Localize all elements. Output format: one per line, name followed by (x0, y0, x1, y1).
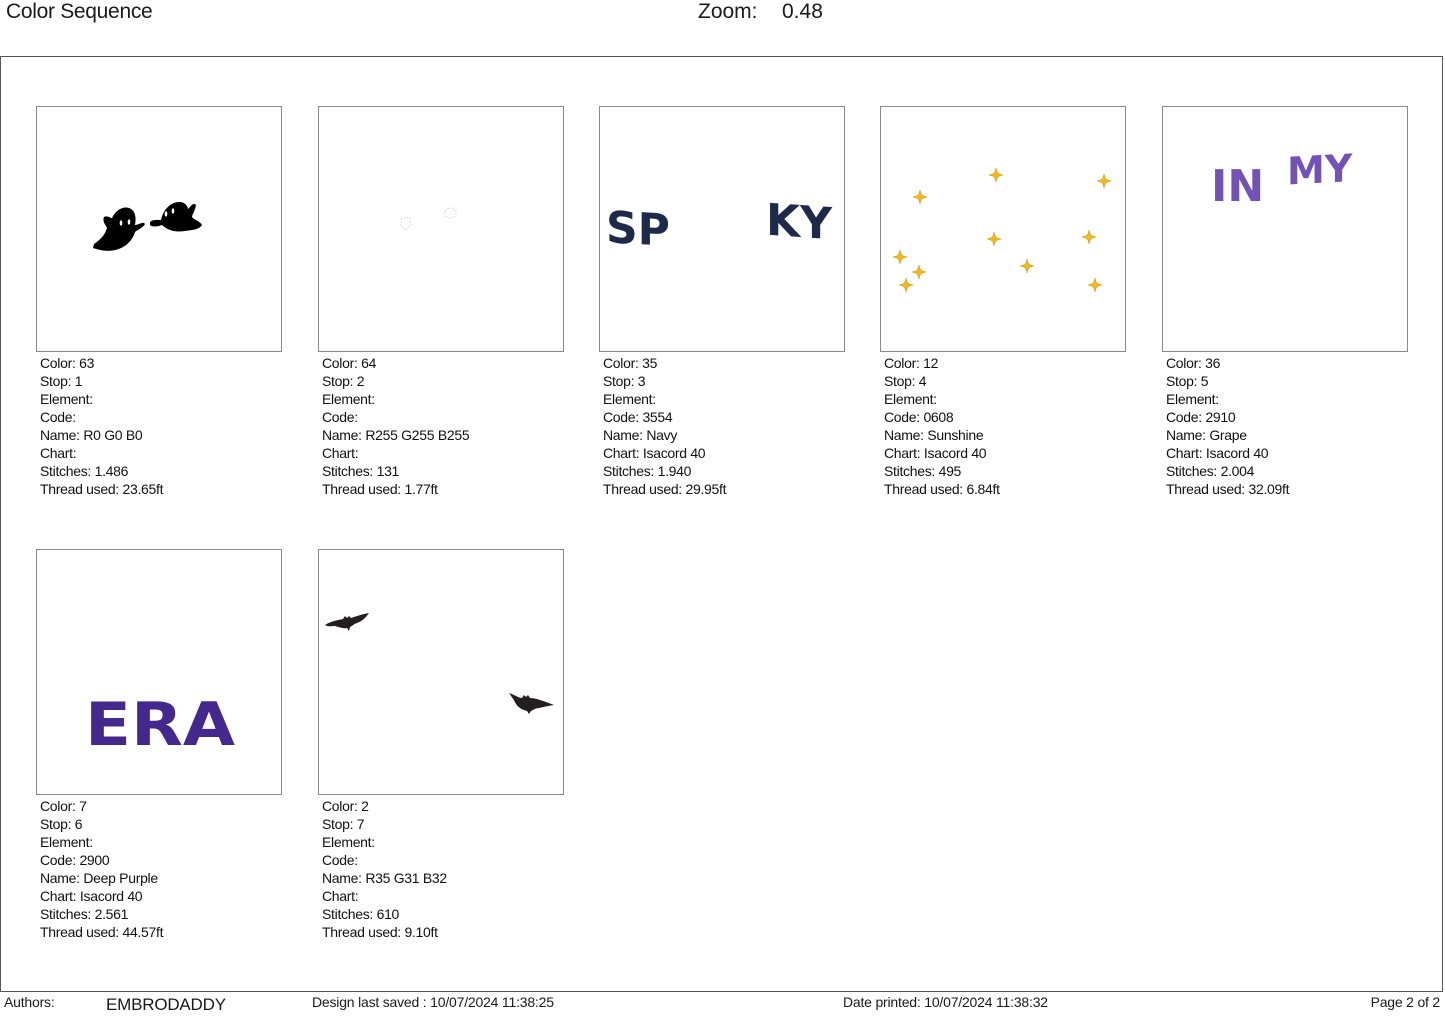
authors-value: EMBRODADDY (106, 995, 226, 1014)
color-number: Color: 36 (1166, 355, 1221, 371)
stop-number: Stop: 2 (322, 373, 365, 389)
authors-label: Authors: (4, 994, 55, 1010)
stop-number: Stop: 1 (40, 373, 83, 389)
code: Code: (40, 409, 76, 425)
stitches: Stitches: 495 (884, 463, 962, 479)
code: Code: (322, 852, 358, 868)
element: Element: (603, 391, 656, 407)
deep-purple-letters-icon: ERA (85, 690, 236, 760)
color-info: Color: 63 Stop: 1 Element: Code: Name: R… (40, 354, 164, 498)
thumbnail-ghosts (36, 106, 282, 352)
stop-number: Stop: 5 (1166, 373, 1209, 389)
element: Element: (40, 391, 93, 407)
thread-used: Thread used: 32.09ft (1166, 481, 1290, 497)
page-number: Page 2 of 2 (1370, 994, 1441, 1010)
color-number: Color: 2 (322, 798, 369, 814)
thumbnail-spooky-text: SP KY (599, 106, 845, 352)
svg-text:MY: MY (1287, 146, 1353, 193)
thumbnail-ghost-eyes (318, 106, 564, 352)
chart: Chart: Isacord 40 (1166, 445, 1269, 461)
color-number: Color: 12 (884, 355, 939, 371)
svg-text:ERA: ERA (85, 690, 236, 760)
stop-number: Stop: 4 (884, 373, 927, 389)
thread-used: Thread used: 9.10ft (322, 924, 438, 940)
zoom-label: Zoom: (698, 0, 758, 23)
color-info: Color: 2 Stop: 7 Element: Code: Name: R3… (322, 797, 447, 941)
stop-number: Stop: 3 (603, 373, 646, 389)
thumbnail-era-text: ERA (36, 549, 282, 795)
chart: Chart: (322, 445, 359, 461)
stitches: Stitches: 2.561 (40, 906, 129, 922)
code: Code: 0608 (884, 409, 954, 425)
color-number: Color: 64 (322, 355, 377, 371)
chart: Chart: (40, 445, 77, 461)
sparkle-star-icon (892, 167, 1112, 293)
ghost-icon (93, 201, 202, 251)
page-footer: Authors: EMBRODADDY Design last saved : … (0, 992, 1445, 1018)
element: Element: (322, 391, 375, 407)
stop-number: Stop: 7 (322, 816, 365, 832)
chart: Chart: (322, 888, 359, 904)
thread-name: Name: Navy (603, 427, 678, 443)
thread-used: Thread used: 1.77ft (322, 481, 438, 497)
stitches: Stitches: 1.940 (603, 463, 692, 479)
thumbnail-sparkle-stars (880, 106, 1126, 352)
color-info: Color: 7 Stop: 6 Element: Code: 2900 Nam… (40, 797, 164, 941)
svg-text:KY: KY (766, 195, 833, 251)
element: Element: (1166, 391, 1219, 407)
thread-used: Thread used: 44.57ft (40, 924, 164, 940)
color-number: Color: 63 (40, 355, 95, 371)
element: Element: (884, 391, 937, 407)
navy-letters-icon: SP KY (606, 195, 833, 257)
code: Code: 2910 (1166, 409, 1236, 425)
thumbnail-in-my-text: IN MY (1162, 106, 1408, 352)
color-info: Color: 12 Stop: 4 Element: Code: 0608 Na… (884, 354, 1000, 498)
color-info: Color: 36 Stop: 5 Element: Code: 2910 Na… (1166, 354, 1290, 498)
svg-text:IN: IN (1211, 161, 1264, 212)
stitches: Stitches: 1.486 (40, 463, 129, 479)
thread-name: Name: R255 G255 B255 (322, 427, 470, 443)
date-printed: Date printed: 10/07/2024 11:38:32 (843, 994, 1048, 1010)
color-info: Color: 35 Stop: 3 Element: Code: 3554 Na… (603, 354, 727, 498)
svg-text:SP: SP (606, 202, 670, 256)
thread-used: Thread used: 23.65ft (40, 481, 164, 497)
color-info: Color: 64 Stop: 2 Element: Code: Name: R… (322, 354, 470, 498)
color-number: Color: 7 (40, 798, 87, 814)
chart: Chart: Isacord 40 (603, 445, 706, 461)
thread-used: Thread used: 6.84ft (884, 481, 1000, 497)
zoom-value: 0.48 (782, 0, 823, 23)
thread-name: Name: R0 G0 B0 (40, 427, 143, 443)
code: Code: 2900 (40, 852, 110, 868)
element: Element: (322, 834, 375, 850)
thread-name: Name: R35 G31 B32 (322, 870, 447, 886)
element: Element: (40, 834, 93, 850)
thread-used: Thread used: 29.95ft (603, 481, 727, 497)
code: Code: (322, 409, 358, 425)
code: Code: 3554 (603, 409, 673, 425)
design-last-saved: Design last saved : 10/07/2024 11:38:25 (312, 994, 554, 1010)
thumbnail-bats (318, 549, 564, 795)
stop-number: Stop: 6 (40, 816, 83, 832)
stitches: Stitches: 131 (322, 463, 400, 479)
color-number: Color: 35 (603, 355, 658, 371)
stitches: Stitches: 610 (322, 906, 400, 922)
chart: Chart: Isacord 40 (884, 445, 987, 461)
bat-icon (325, 613, 554, 714)
thread-name: Name: Grape (1166, 427, 1247, 443)
thread-name: Name: Sunshine (884, 427, 984, 443)
grape-letters-icon: IN MY (1211, 146, 1353, 212)
chart: Chart: Isacord 40 (40, 888, 143, 904)
header-title: Color Sequence (6, 0, 153, 23)
thread-name: Name: Deep Purple (40, 870, 158, 886)
stitches: Stitches: 2.004 (1166, 463, 1255, 479)
ghost-eyes-outline-icon (400, 207, 457, 231)
